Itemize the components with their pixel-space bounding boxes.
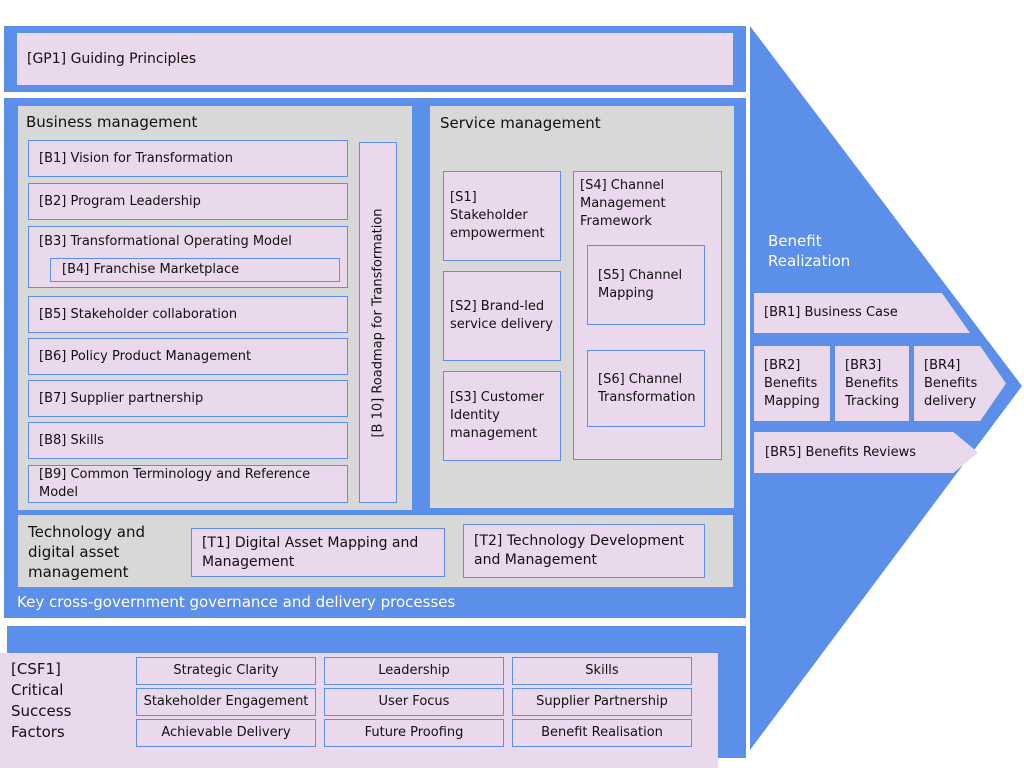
s6-label: [S6] Channel Transformation [598,371,696,405]
b7-box: [B7] Supplier partnership [28,380,348,417]
br2-label: [BR2] Benefits Mapping [764,357,820,409]
csf-user-focus-label: User Focus [378,694,450,709]
b2-box: [B2] Program Leadership [28,183,348,220]
s2-box: [S2] Brand-led service delivery [443,271,561,361]
csf-achievable-delivery-label: Achievable Delivery [161,725,291,740]
csf-achievable-delivery: Achievable Delivery [136,719,316,747]
business-management-title: Business management [26,113,198,131]
t2-label: [T2] Technology Development and Manageme… [474,533,684,568]
b7-label: [B7] Supplier partnership [39,390,204,406]
br3-box: [BR3] Benefits Tracking [835,346,909,421]
csf-leadership-label: Leadership [378,663,450,678]
b4-box: [B4] Franchise Marketplace [50,258,340,282]
br1-box: [BR1] Business Case [754,293,970,333]
br4-label: [BR4] Benefits delivery [924,357,978,409]
csf-future-proofing: Future Proofing [324,719,504,747]
csf-strategic-clarity: Strategic Clarity [136,657,316,685]
b5-box: [B5] Stakeholder collaboration [28,296,348,333]
b9-box: [B9] Common Terminology and Reference Mo… [28,465,348,503]
benefit-title: Benefit Realization [768,232,851,270]
t1-box: [T1] Digital Asset Mapping and Managemen… [191,528,445,577]
br4-box: [BR4] Benefits delivery [914,346,1006,421]
b1-label: [B1] Vision for Transformation [39,150,233,166]
technology-title: Technology and digital asset management [28,523,146,581]
s5-label: [S5] Channel Mapping [598,268,683,301]
csf-supplier-partnership: Supplier Partnership [512,688,692,716]
b9-label: [B9] Common Terminology and Reference Mo… [39,467,311,500]
t1-label: [T1] Digital Asset Mapping and Managemen… [202,534,419,570]
s3-box: [S3] Customer Identity management [443,371,561,461]
s6-box: [S6] Channel Transformation [587,350,705,427]
s3-label: [S3] Customer Identity management [450,390,544,441]
b3-label: [B3] Transformational Operating Model [39,234,292,249]
guiding-principles-label: [GP1] Guiding Principles [27,51,197,67]
csf-benefit-realisation: Benefit Realisation [512,719,692,747]
b6-label: [B6] Policy Product Management [39,348,252,364]
b8-label: [B8] Skills [39,432,104,448]
csf-strategic-clarity-label: Strategic Clarity [173,663,279,678]
s4-label: [S4] Channel Management Framework [580,178,666,229]
b1-box: [B1] Vision for Transformation [28,140,348,177]
csf-skills: Skills [512,657,692,685]
br5-label: [BR5] Benefits Reviews [765,444,916,460]
s1-label: [S1] Stakeholder empowerment [450,190,545,241]
br5-box: [BR5] Benefits Reviews [754,432,978,473]
t2-box: [T2] Technology Development and Manageme… [463,524,705,578]
s5-box: [S5] Channel Mapping [587,245,705,325]
s2-label: [S2] Brand-led service delivery [450,299,553,332]
b10-roadmap-label: [B 10] Roadmap for Transformation [370,207,386,438]
b6-box: [B6] Policy Product Management [28,338,348,375]
csf-leadership: Leadership [324,657,504,685]
csf-stakeholder-engagement-label: Stakeholder Engagement [143,694,309,709]
csf-future-proofing-label: Future Proofing [364,725,464,740]
br2-box: [BR2] Benefits Mapping [754,346,830,421]
csf-user-focus: User Focus [324,688,504,716]
b5-label: [B5] Stakeholder collaboration [39,306,238,322]
csf-title: [CSF1] Critical Success Factors [11,660,72,741]
csf-stakeholder-engagement: Stakeholder Engagement [136,688,316,716]
b2-label: [B2] Program Leadership [39,193,201,209]
csf-skills-label: Skills [585,663,619,678]
csf-supplier-partnership-label: Supplier Partnership [536,694,668,709]
b10-roadmap-box: [B 10] Roadmap for Transformation [359,142,397,503]
guiding-principles-box: [GP1] Guiding Principles [16,32,734,86]
governance-caption: Key cross-government governance and deli… [17,593,456,611]
b4-label: [B4] Franchise Marketplace [62,262,240,277]
br1-label: [BR1] Business Case [764,305,898,320]
s1-box: [S1] Stakeholder empowerment [443,171,561,261]
br3-label: [BR3] Benefits Tracking [845,357,900,409]
csf-benefit-realisation-label: Benefit Realisation [541,725,663,740]
service-management-title: Service management [440,114,601,132]
b8-box: [B8] Skills [28,422,348,459]
